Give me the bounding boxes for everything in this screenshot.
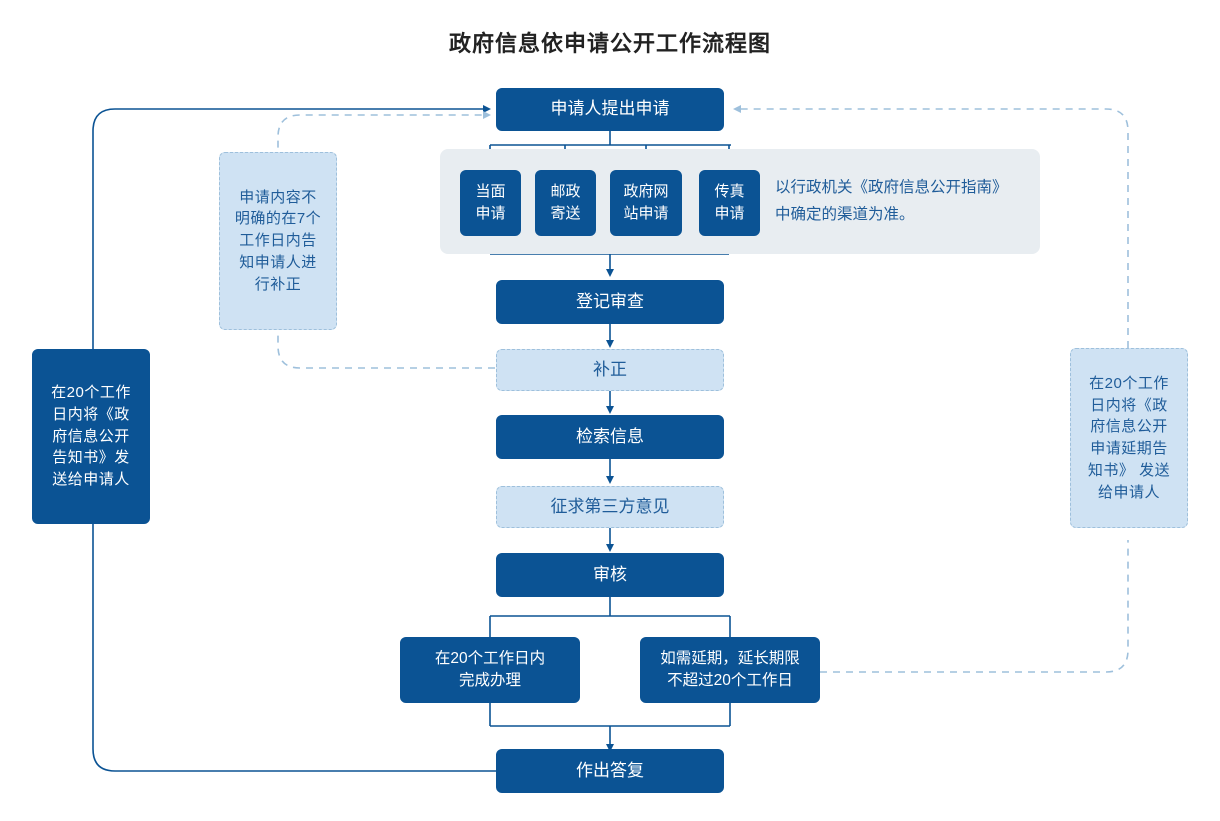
node-third-party-opinion[interactable]: 征求第三方意见 [496,486,724,528]
channel-box-postal[interactable]: 邮政 寄送 [535,170,596,236]
channel-box-in-person[interactable]: 当面 申请 [460,170,521,236]
node-complete-within-20-days[interactable]: 在20个工作日内 完成办理 [400,637,580,703]
node-apply[interactable]: 申请人提出申请 [496,88,724,131]
note-correction-requirement[interactable]: 申请内容不 明确的在7个 工作日内告 知申请人进 行补正 [219,152,337,330]
page-title: 政府信息依申请公开工作流程图 [448,31,771,56]
note-extension-notice-right[interactable]: 在20个工作 日内将《政 府信息公开 申请延期告 知书》 发送 给申请人 [1070,348,1188,528]
note-disclosure-notice-left[interactable]: 在20个工作 日内将《政 府信息公开 告知书》发 送给申请人 [32,349,150,524]
node-register-review[interactable]: 登记审查 [496,280,724,324]
node-make-reply[interactable]: 作出答复 [496,749,724,793]
channel-note: 以行政机关《政府信息公开指南》 中确定的渠道为准。 [775,179,1008,224]
channel-box-fax[interactable]: 传真 申请 [699,170,760,236]
node-audit[interactable]: 审核 [496,553,724,597]
node-extension[interactable]: 如需延期，延长期限 不超过20个工作日 [640,637,820,703]
node-search-info[interactable]: 检索信息 [496,415,724,459]
channel-box-website[interactable]: 政府网 站申请 [610,170,682,236]
node-correction[interactable]: 补正 [496,349,724,391]
